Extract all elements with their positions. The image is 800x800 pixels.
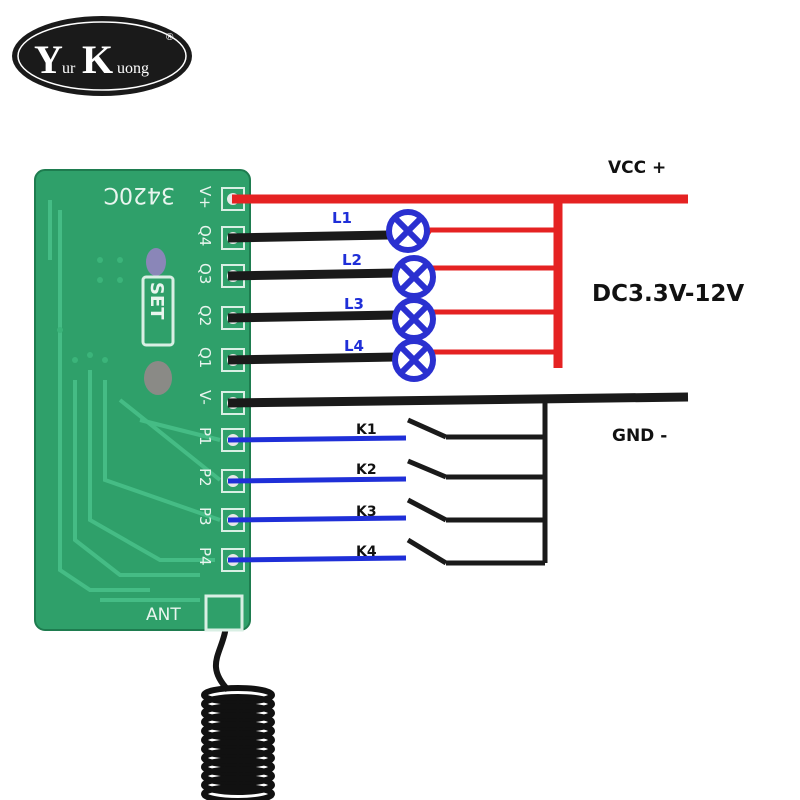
antenna-coil-loop: [201, 739, 275, 759]
logo-text-uong: uong: [117, 60, 149, 77]
lamp-negative-wire: [227, 352, 397, 365]
lamp-positive-wire: [426, 265, 558, 275]
input-wire: [227, 555, 407, 563]
switch-label: K1: [356, 422, 377, 438]
antenna-coil-loop: [201, 721, 275, 741]
board-model-text: 3420C: [104, 182, 175, 207]
lamp-positive-wire: [423, 227, 558, 238]
pin-label: Q1: [196, 347, 214, 368]
pin-label: V-: [196, 390, 214, 405]
pcb-traces: [48, 200, 222, 602]
lamp-icon: [392, 297, 436, 341]
pin-label: Q4: [196, 225, 214, 246]
logo-letter-y: Y: [34, 37, 63, 82]
antenna-coil-loop: [201, 748, 275, 768]
logo-registered-mark: ®: [166, 32, 174, 43]
pin-label: P1: [196, 427, 214, 446]
switch-label: K3: [356, 504, 377, 520]
switch-lever: [406, 497, 448, 523]
lamp-label: L2: [342, 251, 362, 269]
pin-label: Q3: [196, 263, 214, 284]
input-wire: [227, 435, 407, 443]
antenna-coil-loop: [201, 757, 275, 777]
antenna-coil-loop: [201, 784, 275, 800]
vcc-label: VCC +: [608, 158, 667, 178]
switch-lever: [406, 537, 448, 566]
switch-label: K2: [356, 462, 377, 478]
antenna-coil-loop: [201, 712, 275, 732]
power-wiring: [227, 194, 689, 563]
status-led: [146, 248, 166, 276]
pin-label: Q2: [196, 305, 214, 326]
lamp-circuit: L3: [227, 295, 558, 341]
antenna: [201, 611, 275, 800]
set-label: SET: [146, 282, 167, 320]
pin-label: P2: [196, 468, 214, 487]
gnd-wire: [227, 392, 689, 408]
pin-label: P3: [196, 507, 214, 526]
switch-lever: [406, 417, 448, 440]
antenna-coil-loop: [201, 730, 275, 750]
lamp-label: L1: [332, 209, 352, 227]
input-wire: [227, 515, 407, 523]
gnd-label: GND -: [612, 426, 668, 446]
lamp-negative-wire: [227, 230, 391, 243]
lamp-icon: [392, 338, 436, 382]
ant-label: ANT: [146, 605, 181, 625]
lamp-negative-wire: [227, 310, 397, 323]
lamp-negative-wire: [227, 268, 397, 281]
brand-logo: Y ur K uong ®: [12, 16, 192, 96]
antenna-coil-loop: [201, 775, 275, 795]
switch-circuit: K2: [227, 458, 545, 484]
pin-label: P4: [196, 547, 214, 566]
switch-circuit: K1: [227, 417, 545, 443]
logo-letter-k: K: [82, 37, 113, 82]
lamp-label: L3: [344, 295, 364, 313]
ant-pad-frame: [204, 594, 244, 632]
lamp-positive-wire: [426, 349, 558, 359]
switch-circuit: K4: [227, 537, 545, 566]
antenna-coil-loop: [201, 694, 275, 714]
lamp-icon: [386, 209, 430, 253]
pcb-vias: [57, 257, 123, 363]
antenna-coil-loop: [201, 703, 275, 723]
lamp-icon: [392, 255, 436, 299]
lamp-label: L4: [344, 337, 364, 355]
input-wire: [227, 476, 407, 484]
lamp-circuit: L4: [227, 337, 558, 382]
switch-lever: [407, 458, 447, 480]
switch-label: K4: [356, 544, 377, 560]
set-label-frame: [141, 275, 175, 347]
switch-circuit: K3: [227, 497, 545, 523]
lamp-circuit: L1: [227, 209, 558, 253]
set-button: [144, 361, 172, 395]
pin-label: V+: [196, 186, 214, 209]
antenna-coil-loop: [201, 766, 275, 786]
voltage-label: DC3.3V-12V: [592, 281, 745, 307]
lamp-circuit: L2: [227, 251, 558, 299]
lamp-positive-wire: [426, 309, 558, 319]
logo-text-ur: ur: [62, 60, 76, 77]
antenna-coil-loop: [201, 685, 275, 705]
